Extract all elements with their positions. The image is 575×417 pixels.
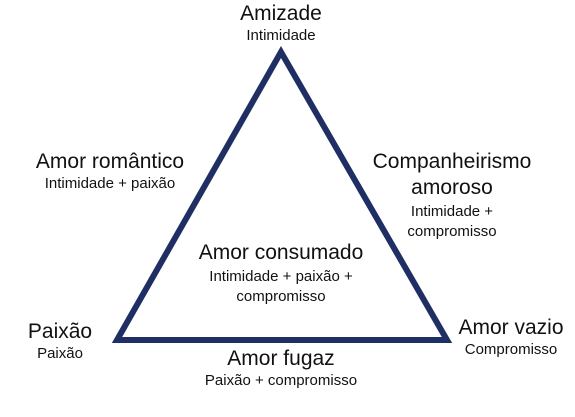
vertex-bottom-right-subtitle: Compromisso — [464, 341, 558, 358]
vertex-label-top: Amizade Intimidade — [221, 2, 341, 46]
side-label-bottom: Amor fugaz Paixão + compromisso — [171, 347, 391, 391]
side-right-subtitle-line2: compromisso — [407, 223, 497, 240]
side-left-subtitle: Intimidade + paixão — [44, 175, 176, 192]
vertex-label-bottom-left: Paixão Paixão — [10, 320, 110, 364]
side-bottom-subtitle: Paixão + compromisso — [204, 372, 358, 389]
vertex-bottom-left-subtitle: Paixão — [37, 345, 83, 362]
vertex-bottom-left-title: Paixão — [27, 320, 93, 343]
side-right-subtitle-line1: Intimidade + — [410, 203, 494, 220]
side-right-title-line2: amoroso — [411, 176, 493, 199]
side-label-right: Companheirismo amoroso Intimidade + comp… — [352, 150, 552, 242]
center-title: Amor consumado — [198, 241, 364, 264]
vertex-bottom-right-title: Amor vazio — [458, 316, 564, 339]
center-subtitle-line1: Intimidade + paixão + — [209, 268, 353, 285]
side-label-left: Amor romântico Intimidade + paixão — [10, 150, 210, 194]
vertex-label-bottom-right: Amor vazio Compromisso — [449, 316, 573, 360]
vertex-top-subtitle: Intimidade — [246, 27, 316, 44]
side-left-title: Amor romântico — [35, 150, 185, 173]
vertex-top-title: Amizade — [240, 2, 322, 25]
center-label: Amor consumado Intimidade + paixão + com… — [171, 241, 391, 307]
center-subtitle-line2: compromisso — [236, 288, 326, 305]
side-bottom-title: Amor fugaz — [227, 347, 335, 370]
side-right-title-line1: Companheirismo — [372, 150, 532, 173]
triangle-outline — [111, 45, 453, 343]
